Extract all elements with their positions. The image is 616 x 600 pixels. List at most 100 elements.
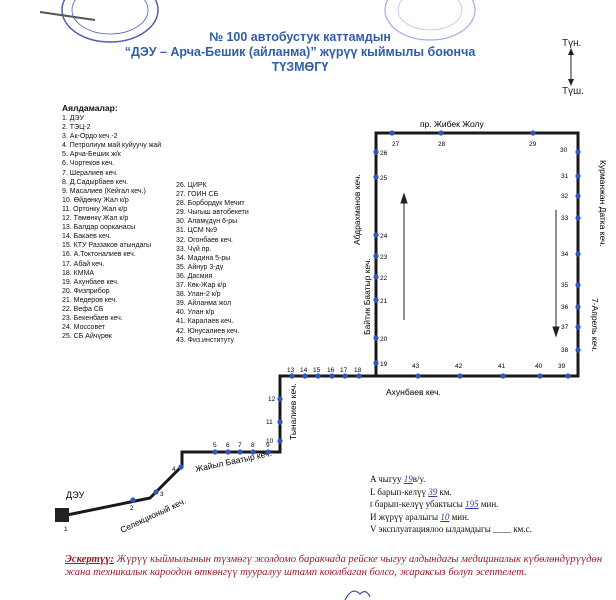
- street-right2: 7-Апрель кеч.: [590, 298, 600, 352]
- svg-text:17: 17: [340, 367, 348, 374]
- svg-text:25: 25: [380, 175, 388, 182]
- street-bottom: Ахунбаев кеч.: [386, 387, 441, 397]
- stop-29: 29: [529, 130, 537, 148]
- svg-text:35: 35: [561, 282, 569, 289]
- svg-text:23: 23: [380, 254, 388, 261]
- svg-text:6: 6: [226, 442, 230, 449]
- stop-1: 1: [64, 526, 68, 533]
- stop-11: 11: [266, 419, 283, 426]
- stop-21: 21: [373, 297, 388, 305]
- street-right: Курманжан Датка кеч.: [598, 160, 608, 247]
- signature: [344, 590, 371, 600]
- stop-list-item: 12. Төмөнкү Жал к/р: [62, 215, 129, 223]
- svg-text:13: 13: [287, 367, 295, 374]
- stop-list-item: 6. Чортеков кеч.: [62, 160, 115, 168]
- stop-8: 8: [250, 442, 256, 455]
- stop-32: 32: [561, 193, 581, 200]
- footnote-text: Жүрүү кыймылынын түзмөгү жолдомо баракча…: [65, 554, 603, 578]
- stop-4: 4: [172, 464, 184, 473]
- street-top: пр. Жибек Жолу: [420, 119, 484, 129]
- svg-text:1: 1: [64, 526, 68, 533]
- info-line-5: V эксплуатациялоо ылдамдыгы ____ км.с.: [370, 524, 532, 535]
- stop-list-item: 40. Улан к/р: [176, 309, 215, 317]
- street-mid: Тыналиев кеч.: [288, 383, 298, 440]
- stop-list-item: 2. ТЭЦ-2: [62, 124, 91, 132]
- stop-35: 35: [561, 282, 581, 289]
- stop-list-item: 10. Өйдөнкү Жал к/р: [62, 196, 129, 204]
- stop-15: 15: [313, 367, 321, 379]
- stop-list-item: 9. Масалиев (Кейгал кеч.): [62, 187, 146, 195]
- stop-list-item: 3. Ак-Ордо кеч.-2: [62, 133, 118, 141]
- stamp-right: [384, 0, 476, 41]
- stop-37: 37: [561, 324, 581, 331]
- stop-list-item: 14. Бакаев кеч.: [62, 233, 112, 241]
- title-line-2: “ДЭУ – Арча-Бешик (айланма)” жүрүү кыймы…: [124, 45, 476, 59]
- stop-list-item: 41. Каралаев кеч.: [176, 318, 234, 326]
- svg-text:27: 27: [392, 141, 400, 148]
- stop-40: 40: [535, 363, 543, 379]
- stop-list-item: 38. Улан-2 к/р: [176, 291, 221, 299]
- stop-3: 3: [153, 489, 164, 498]
- stop-19: 19: [373, 360, 388, 368]
- title-line-3: ТҮЗМӨГҮ: [271, 60, 329, 74]
- svg-text:16: 16: [327, 367, 335, 374]
- svg-text:8: 8: [251, 442, 255, 449]
- terminal-label: ДЭУ: [66, 490, 85, 500]
- title-line-1: № 100 автобустук каттамдын: [209, 30, 391, 44]
- stop-7: 7: [237, 442, 243, 455]
- stop-list-item: 18. КММА: [62, 269, 95, 277]
- svg-text:29: 29: [529, 141, 537, 148]
- stop-14: 14: [300, 367, 308, 379]
- svg-text:19: 19: [380, 361, 388, 368]
- info-line-4: И жүрүү аралыгы 10 мин.: [370, 511, 470, 522]
- info-line-3: t барып-келүү убактысы 195 мин.: [370, 499, 499, 510]
- svg-text:3: 3: [160, 491, 164, 498]
- stop-list-item: 39. Айланма жол: [176, 300, 232, 308]
- stop-16: 16: [327, 367, 335, 379]
- svg-text:12: 12: [268, 396, 276, 403]
- stop-41: 41: [498, 363, 506, 379]
- stop-36: 36: [561, 304, 581, 311]
- stop-18: 18: [354, 367, 362, 379]
- svg-text:11: 11: [266, 419, 273, 426]
- stop-list-item: 19. Ахунбаев кеч.: [62, 278, 119, 286]
- stop-26: 26: [373, 149, 388, 157]
- stop-list-item: 27. ГОИН СБ: [176, 191, 219, 199]
- stop-list-item: 1. ДЭУ: [62, 115, 85, 122]
- svg-text:26: 26: [380, 150, 388, 157]
- stop-list-item: 30. Аламүдүн 6-ры: [176, 218, 238, 226]
- terminal-depot: [55, 508, 69, 522]
- stop-31: 31: [561, 173, 581, 180]
- stop-list-item: 43. Физ.институту: [176, 336, 235, 344]
- svg-text:34: 34: [561, 251, 569, 258]
- stop-list-item: 16. А.Токтоналиев кеч.: [62, 251, 136, 259]
- svg-text:5: 5: [213, 442, 217, 449]
- info-line-2: L барып-келүү 39 км.: [370, 486, 452, 497]
- stop-list-item: 5. Арча-Бешик ж/к: [62, 151, 121, 159]
- svg-text:9: 9: [266, 442, 270, 449]
- stop-list-item: 20. Физприбор: [62, 287, 110, 295]
- stamp-left: [39, 0, 159, 43]
- stop-list-item: 26. ЦИРК: [176, 182, 207, 189]
- stop-30: 30: [560, 147, 581, 155]
- svg-text:36: 36: [561, 304, 569, 311]
- compass-south: Түш.: [562, 86, 584, 97]
- stop-22: 22: [373, 274, 388, 282]
- stop-list-item: 42. Юнусалиев кеч.: [176, 327, 240, 335]
- stop-17: 17: [340, 367, 348, 379]
- route-info: A чыгуу 19в/у. L барып-келүү 39 км. t ба…: [370, 473, 532, 536]
- stop-list-item: 24. Моссовет: [62, 324, 105, 332]
- stop-list-item: 33. Чүй пр.: [176, 245, 212, 253]
- svg-text:28: 28: [438, 141, 446, 148]
- footnote: Эскертүү: Жүрүү кыймылынын түзмөгү жолдо…: [65, 553, 605, 579]
- direction-arrows: [400, 192, 560, 338]
- street-left2: Байтик Баатыр кеч.: [362, 258, 372, 335]
- svg-text:22: 22: [380, 275, 388, 282]
- svg-text:41: 41: [498, 363, 506, 370]
- stops-heading: Аялдамалар:: [62, 103, 118, 113]
- stop-12: 12: [268, 396, 283, 403]
- svg-text:4: 4: [172, 466, 176, 473]
- route-stops: 1 2 3 4 5 6 7 8 9 10 11 12 13 14 15 16 1…: [64, 130, 581, 533]
- stop-10: 10: [266, 438, 283, 445]
